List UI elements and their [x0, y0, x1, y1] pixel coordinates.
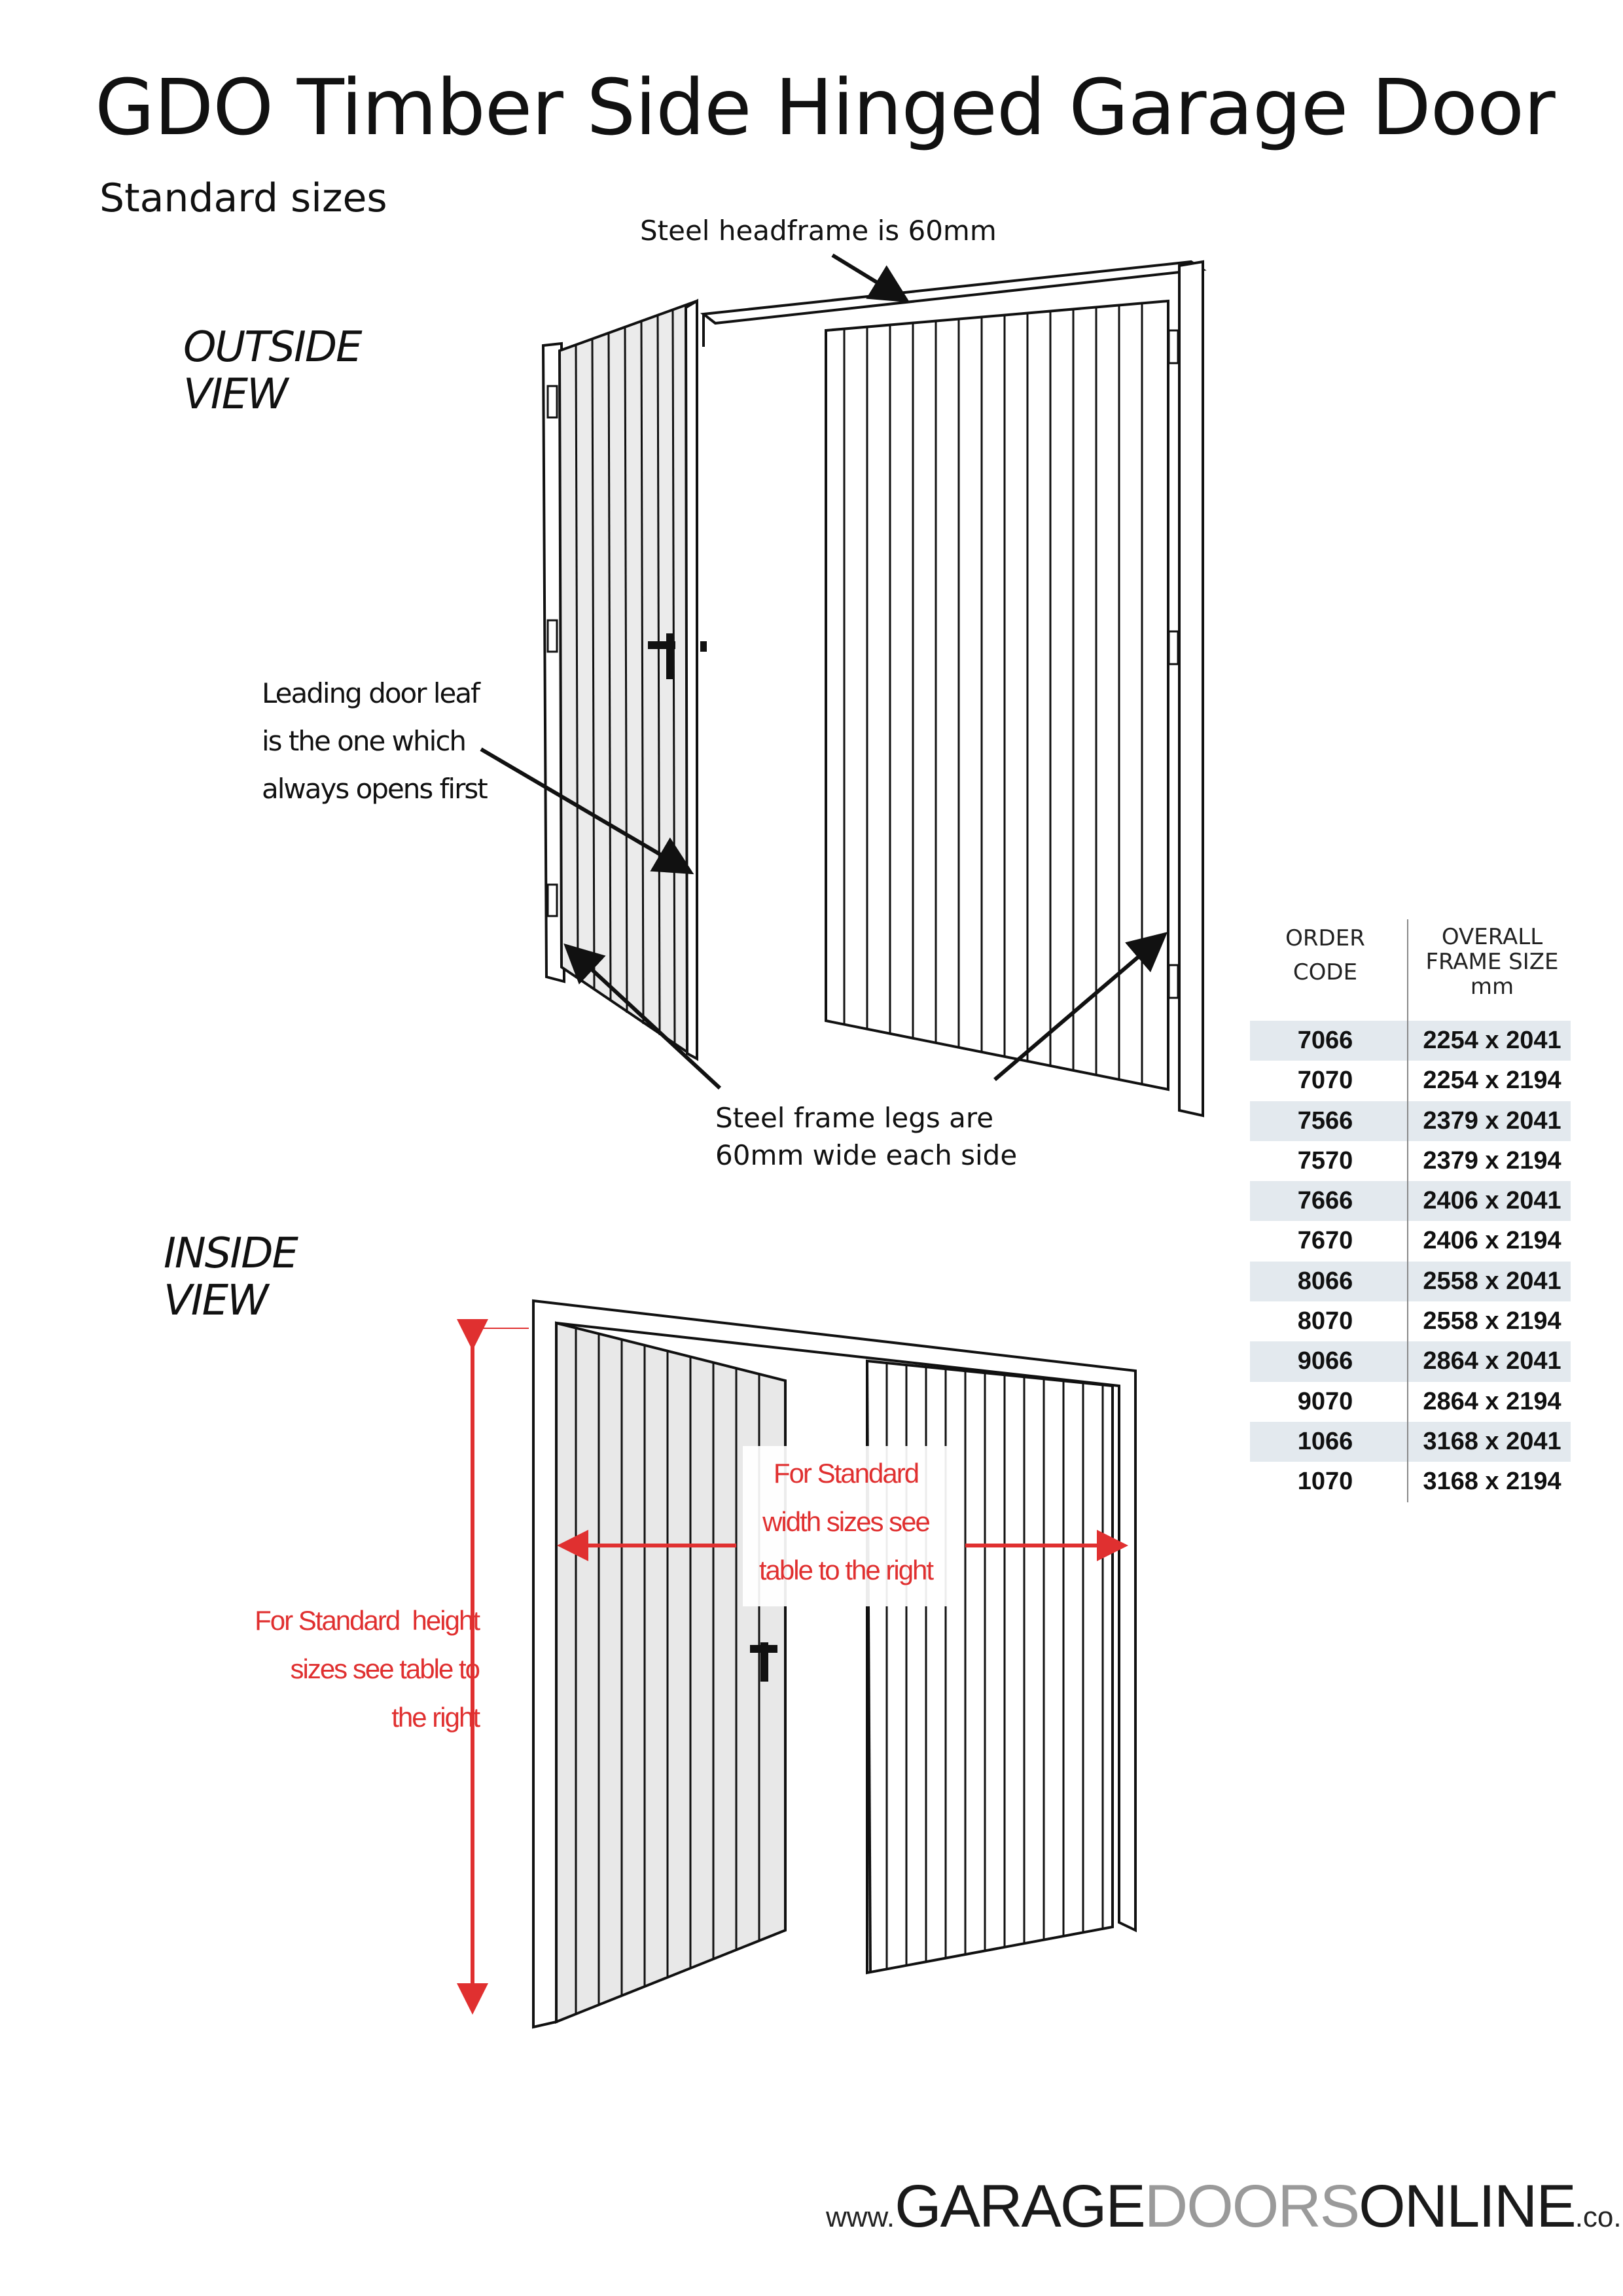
outside-view-label-line2: VIEW	[183, 370, 288, 419]
frame-size-cell: 2406 x 2194	[1423, 1227, 1561, 1255]
height-note-line3: the right	[391, 1702, 480, 1733]
height-note: For Standard height sizes see table to t…	[196, 1597, 480, 1742]
inside-left-leaf-boards	[575, 1328, 760, 2014]
inside-view-label-line1: INSIDE	[164, 1229, 298, 1278]
frame-size-header-line2: FRAME SIZE	[1425, 949, 1559, 975]
frame-size-header-line1: OVERALL	[1441, 924, 1543, 950]
order-code-cell: 7670	[1297, 1227, 1353, 1255]
leading-leaf-note-line1: Leading door leaf	[262, 677, 480, 709]
inside-view-door	[532, 1299, 1137, 2029]
table-row: 7670 2406 x 2194	[1250, 1221, 1571, 1261]
frame-size-cell: 2864 x 2041	[1423, 1347, 1561, 1375]
logo-word-doors: DOORS	[1144, 2173, 1360, 2240]
order-code-cell: 1066	[1297, 1427, 1353, 1455]
frame-legs-note-line2: 60mm wide each side	[715, 1139, 1018, 1171]
size-table-header: ORDER CODE OVERALL FRAME SIZE mm	[1250, 919, 1571, 1021]
order-code-cell: 7566	[1297, 1106, 1353, 1135]
table-divider	[1407, 919, 1408, 1502]
width-note-line3: table to the right	[758, 1555, 934, 1585]
frame-size-cell: 2379 x 2194	[1423, 1146, 1561, 1174]
frame-size-cell: 2379 x 2041	[1423, 1106, 1561, 1135]
headframe-note: Steel headframe is 60mm	[640, 215, 997, 247]
table-row: 9070 2864 x 2194	[1250, 1382, 1571, 1422]
frame-size-cell: 2864 x 2194	[1423, 1387, 1561, 1415]
logo-word-online: ONLINE	[1359, 2173, 1577, 2240]
garagedoorsonline-logo: www.GARAGEDOORSONLINE.co.uk	[826, 2172, 1623, 2241]
order-code-header-line2: CODE	[1293, 959, 1358, 985]
inside-door-handle	[750, 1642, 777, 1682]
page-title: GDO Timber Side Hinged Garage Door	[95, 62, 1556, 152]
outside-view-label: OUTSIDE VIEW	[183, 323, 363, 419]
table-row: 7570 2379 x 2194	[1250, 1141, 1571, 1181]
size-table-body: 7066 2254 x 2041 7070 2254 x 2194 7566 2379 x…	[1250, 1021, 1571, 1502]
frame-size-cell: 2558 x 2041	[1423, 1267, 1561, 1295]
table-row: 7566 2379 x 2041	[1250, 1101, 1571, 1141]
leading-leaf-note-line2: is the one which	[262, 725, 467, 757]
height-note-line2: sizes see table to	[290, 1653, 480, 1684]
table-row: 1070 3168 x 2194	[1250, 1462, 1571, 1502]
outside-arrows	[480, 253, 1168, 1090]
table-row: 8070 2558 x 2194	[1250, 1301, 1571, 1341]
order-code-cell: 9070	[1297, 1387, 1353, 1415]
width-note: For Standard width sizes see table to th…	[746, 1449, 946, 1595]
inside-view-label: INSIDE VIEW	[164, 1229, 298, 1325]
width-note-line2: width sizes see	[762, 1506, 931, 1537]
order-code-cell: 7066	[1297, 1027, 1353, 1054]
leading-leaf-note-line3: always opens first	[262, 773, 488, 805]
order-code-cell: 7666	[1297, 1187, 1353, 1215]
logo-suffix: .co.uk	[1575, 2201, 1623, 2233]
logo-word-garage: GARAGE	[895, 2173, 1146, 2240]
frame-size-cell: 2558 x 2194	[1423, 1307, 1561, 1335]
order-code-header-line1: ORDER	[1285, 925, 1365, 951]
height-note-line1: For Standard height	[255, 1605, 480, 1636]
frame-size-cell: 2406 x 2041	[1423, 1187, 1561, 1215]
order-code-cell: 8070	[1297, 1307, 1353, 1335]
width-note-line1: For Standard	[773, 1458, 919, 1489]
inside-view-label-line2: VIEW	[164, 1277, 268, 1325]
order-code-cell: 9066	[1297, 1347, 1353, 1375]
outside-hinges	[546, 329, 1179, 999]
frame-size-header: OVERALL FRAME SIZE mm	[1414, 925, 1571, 999]
frame-legs-note: Steel frame legs are 60mm wide each side	[715, 1099, 1017, 1174]
frame-size-header-line3: mm	[1470, 974, 1514, 1000]
leading-leaf-note: Leading door leaf is the one which alway…	[262, 669, 488, 813]
outside-door-handle	[648, 633, 707, 679]
frame-size-cell: 3168 x 2194	[1423, 1468, 1561, 1496]
logo-prefix: www.	[826, 2201, 895, 2233]
order-code-cell: 1070	[1297, 1468, 1353, 1496]
order-code-header: ORDER CODE	[1250, 925, 1400, 986]
order-code-cell: 7570	[1297, 1146, 1353, 1174]
inside-dimension-arrows	[457, 1319, 1128, 2015]
table-row: 7666 2406 x 2041	[1250, 1181, 1571, 1222]
table-row: 9066 2864 x 2041	[1250, 1341, 1571, 1382]
frame-size-cell: 2254 x 2041	[1423, 1027, 1561, 1054]
width-note-backing	[743, 1446, 949, 1606]
size-table: ORDER CODE OVERALL FRAME SIZE mm 7066 225…	[1250, 919, 1571, 1502]
table-row: 1066 3168 x 2041	[1250, 1421, 1571, 1462]
table-row: 8066 2558 x 2041	[1250, 1261, 1571, 1302]
outside-view-label-line1: OUTSIDE	[183, 323, 363, 372]
table-row: 7066 2254 x 2041	[1250, 1021, 1571, 1061]
frame-size-cell: 3168 x 2041	[1423, 1427, 1561, 1455]
order-code-cell: 7070	[1297, 1067, 1353, 1095]
table-row: 7070 2254 x 2194	[1250, 1061, 1571, 1101]
frame-size-cell: 2254 x 2194	[1423, 1067, 1561, 1095]
outside-right-leaf-boards	[843, 304, 1143, 1084]
order-code-cell: 8066	[1297, 1267, 1353, 1295]
page-subtitle: Standard sizes	[99, 175, 387, 221]
frame-legs-note-line1: Steel frame legs are	[715, 1102, 994, 1134]
